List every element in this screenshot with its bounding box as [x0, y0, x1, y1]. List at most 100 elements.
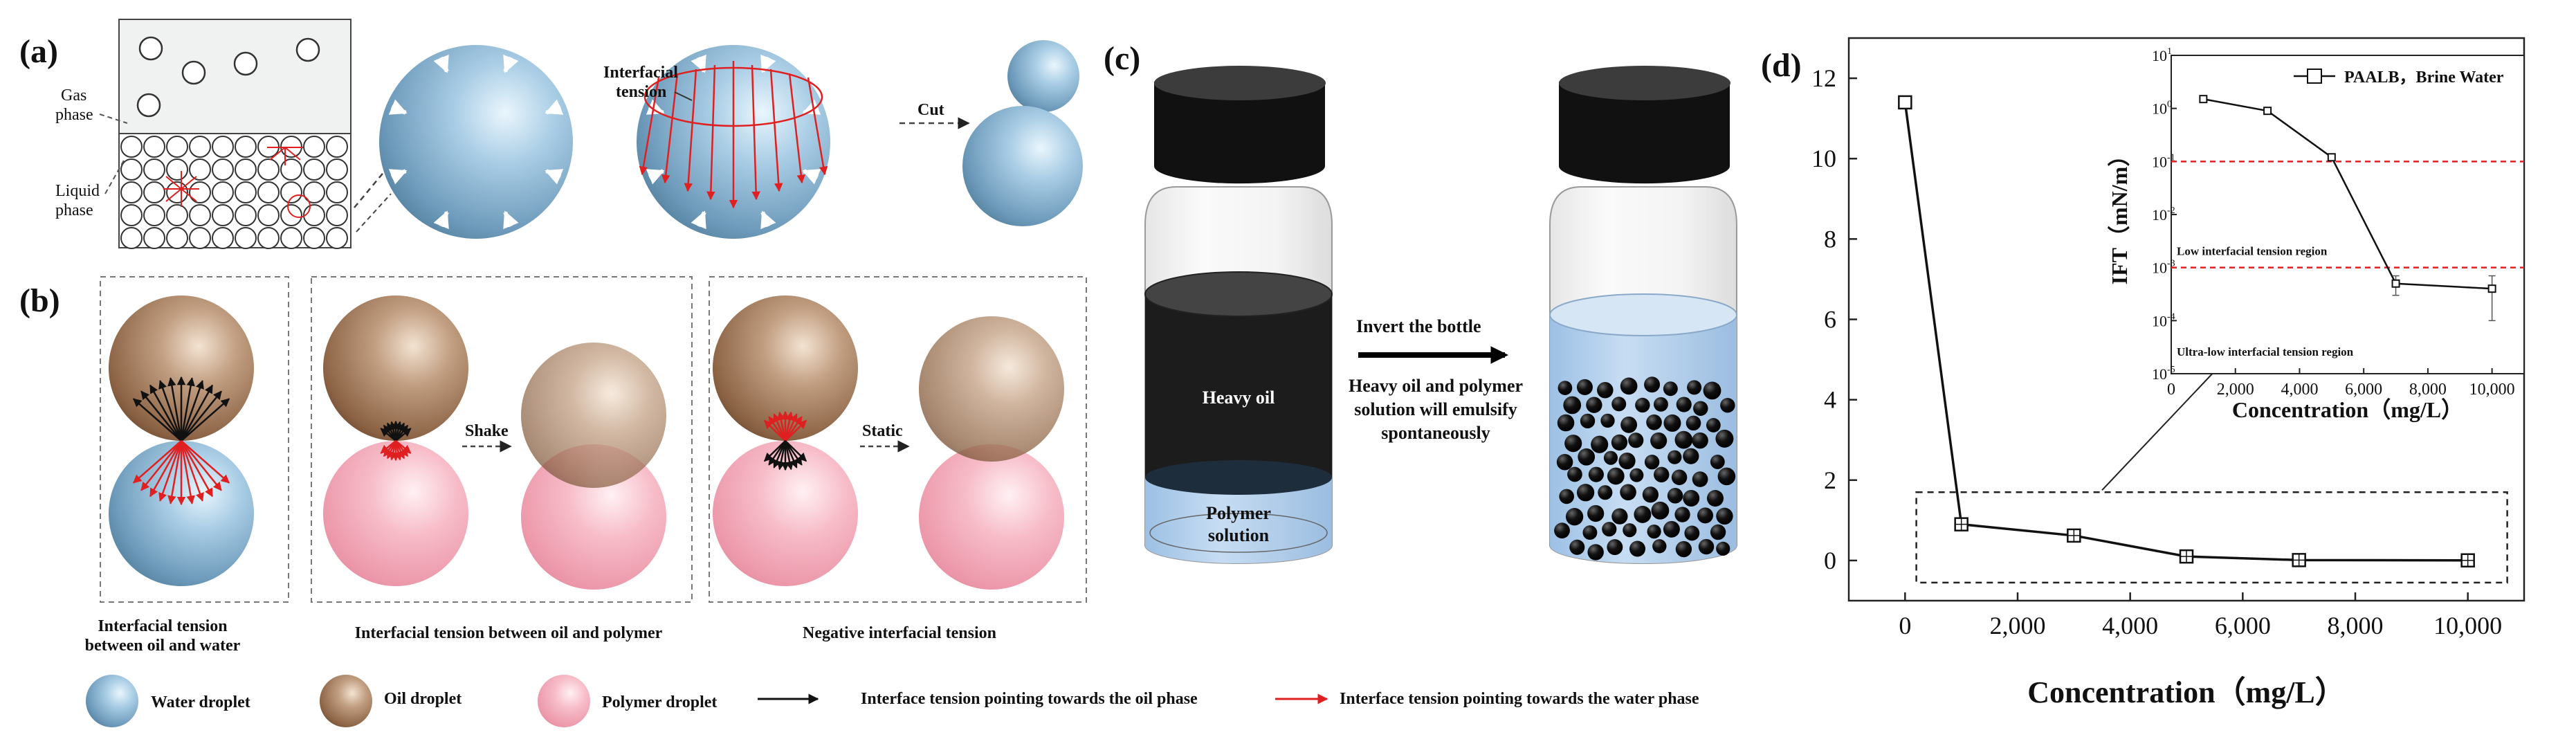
interfacial-tension-label-2: tension — [616, 83, 666, 101]
y-tick-label: 6 — [1824, 306, 1836, 334]
inward-pressure-arrows — [388, 54, 564, 230]
tension-vector — [639, 77, 660, 176]
oil-droplet-dot — [1587, 504, 1605, 522]
emulsified-oil-droplets — [1554, 376, 1736, 561]
oil-droplet-dot — [1556, 453, 1573, 471]
oil-droplet-dot — [1668, 450, 1682, 464]
legend-oil-swatch — [320, 675, 372, 727]
liquid-molecule — [143, 204, 165, 226]
oil-droplet-dot — [1716, 541, 1730, 556]
emulsify-label-3: spontaneously — [1381, 423, 1490, 443]
polymer-solution-label-2: solution — [1208, 525, 1270, 545]
liquid-molecule — [166, 204, 188, 226]
emulsify-label-2: solution will emulsify — [1354, 399, 1517, 419]
oil-droplet-dot — [1598, 485, 1613, 500]
oil-droplet-dot — [1558, 381, 1573, 395]
bottle-2-cap — [1559, 82, 1730, 184]
gas-phase-label-1: Gas — [61, 87, 86, 104]
oil-droplet-dot — [1607, 539, 1623, 556]
oil-droplet-dot — [1650, 432, 1668, 449]
oil-droplet-dot — [1587, 544, 1604, 561]
liquid-molecule — [189, 136, 211, 158]
oil-droplet-dot — [1692, 432, 1708, 449]
main-x-axis-label: Concentration（mg/L） — [2027, 675, 2346, 709]
liquid-molecule — [280, 227, 302, 249]
emulsion-surface — [1549, 293, 1737, 336]
oil-droplet-dot — [1623, 523, 1637, 538]
oil-droplet-dot — [1635, 397, 1650, 413]
oil-droplet-dot — [1647, 525, 1661, 539]
oil-droplet-dot — [1559, 489, 1574, 504]
inset-chart: 10-510-410-310-210-110010102,0004,0006,0… — [2107, 46, 2525, 422]
pressure-arrow — [503, 210, 519, 230]
small-droplet-2 — [962, 106, 1083, 226]
y-tick-label: 4 — [1824, 386, 1836, 414]
oil-droplet-dot — [1580, 413, 1596, 429]
gas-molecules — [136, 36, 320, 118]
tension-arrow — [140, 390, 182, 442]
oil-droplet-dot — [1698, 538, 1715, 555]
inset-y-tick-label: 10 — [2152, 365, 2167, 383]
bottle-1-cap-top — [1154, 66, 1326, 100]
pressure-arrow — [691, 210, 706, 230]
inset-data-point — [2327, 153, 2336, 162]
liquid-molecules — [120, 136, 348, 249]
heavy-oil-layer — [1145, 294, 1332, 477]
caption-negative: Negative interfacial tension — [803, 624, 996, 642]
oil-droplet-dot — [1652, 539, 1667, 554]
oil-droplet-dot — [1706, 418, 1721, 433]
oil-droplet-dot — [1683, 448, 1699, 464]
x-tick-label: 10,000 — [2433, 612, 2502, 639]
oil-droplet-dot — [1602, 522, 1617, 537]
oil-droplet-dot — [1567, 466, 1582, 482]
liquid-molecule — [120, 227, 143, 249]
tension-arrow — [784, 440, 794, 471]
tension-leader-line — [674, 91, 693, 101]
oil-droplet-dot — [1716, 507, 1733, 525]
oil-droplet-dot — [1686, 415, 1701, 431]
inset-x-axis-label: Concentration（mg/L） — [2232, 397, 2463, 422]
pressure-arrow — [433, 54, 449, 73]
tension-arrow — [784, 440, 798, 468]
oil-droplet-dot — [1667, 488, 1683, 504]
oil-droplet-dot — [1600, 413, 1615, 428]
tension-arrow — [785, 419, 807, 442]
legend-water-swatch — [86, 675, 138, 727]
inset-y-tick-label: 10 — [2152, 206, 2167, 224]
oil-droplet-dot — [1674, 507, 1690, 522]
panel-b-frames — [100, 276, 1087, 603]
oil-droplet-dot — [1715, 429, 1734, 448]
panel-b-captions: Interfacial tension between oil and wate… — [85, 617, 996, 655]
inset-y-tick-label: 10 — [2152, 260, 2167, 277]
liquid-molecule — [143, 181, 165, 203]
frame-oil-polymer — [311, 276, 693, 603]
liquid-molecule — [166, 227, 188, 249]
oil-droplet-dot — [1607, 467, 1625, 485]
inset-x-tick-label: 10,000 — [2469, 381, 2515, 399]
x-tick-label: 8,000 — [2328, 612, 2384, 639]
oil-droplet-dot — [1588, 466, 1604, 482]
liquid-molecule — [326, 204, 348, 226]
tension-vectors — [639, 61, 828, 209]
oil-droplet-dot — [1620, 484, 1636, 501]
oil-droplet-dot — [1684, 525, 1700, 541]
inset-y-tick-exponent: -4 — [2167, 311, 2175, 322]
polymer-surface — [1145, 460, 1332, 495]
oil-droplet-dot — [1703, 381, 1721, 400]
tension-arrow — [181, 440, 230, 484]
tension-arrow — [181, 398, 230, 442]
bottle-2-cap-top — [1559, 66, 1730, 100]
oil-droplet-dot — [1676, 397, 1692, 412]
tension-arrow — [132, 398, 182, 442]
oil-droplet-dot — [1578, 448, 1596, 466]
legend-water-label: Water droplet — [151, 693, 250, 711]
inset-plot-frame — [2171, 55, 2525, 374]
inset-y-tick-exponent: -1 — [2167, 152, 2175, 163]
polymer-solution-label-1: Polymer — [1206, 503, 1271, 523]
oil-droplet-dot — [1644, 376, 1661, 393]
caption-oil-water-2: between oil and water — [85, 637, 241, 655]
shake-label: Shake — [465, 422, 509, 440]
tension-arrow — [395, 428, 412, 442]
caption-oil-polymer: Interfacial tension between oil and poly… — [355, 624, 663, 642]
